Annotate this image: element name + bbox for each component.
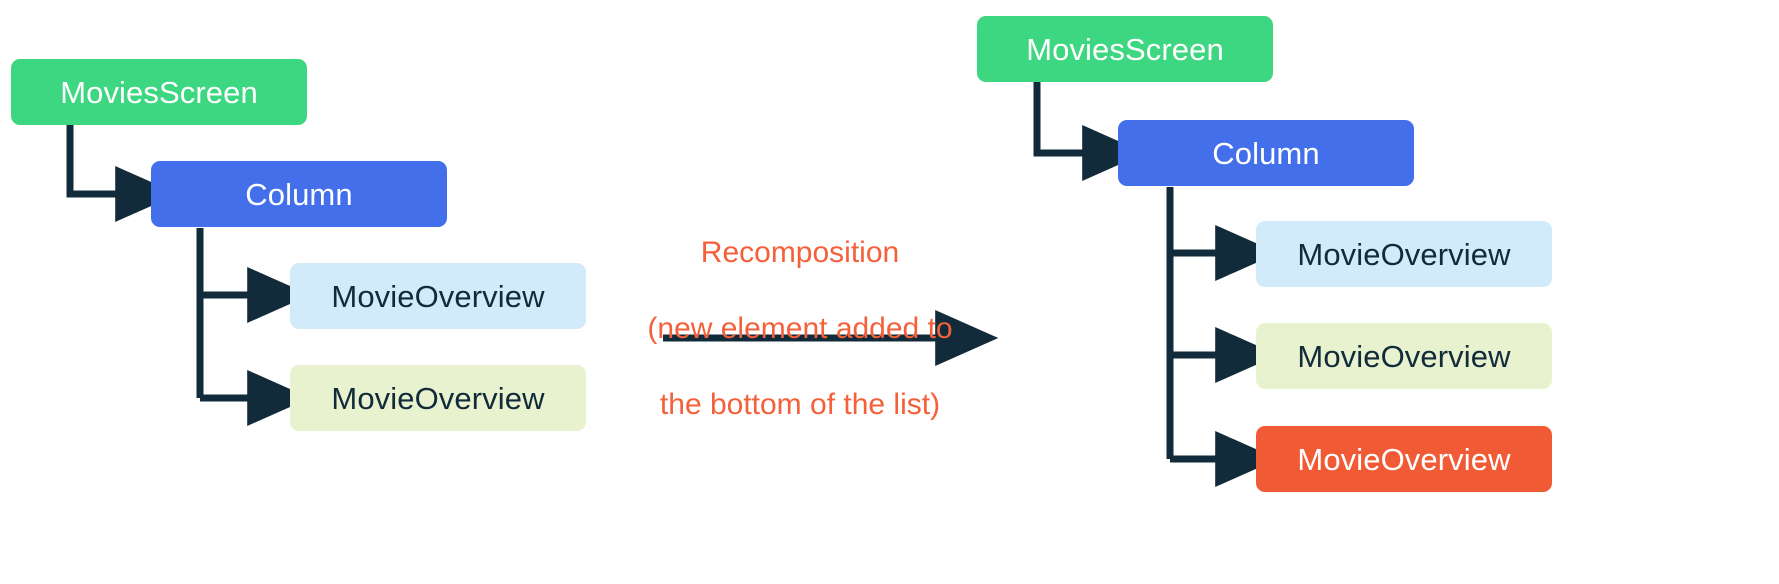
node-label: MoviesScreen xyxy=(60,74,258,110)
node-label: MovieOverview xyxy=(331,278,545,314)
node-label: Column xyxy=(245,176,353,212)
arrow-left-screen-to-column xyxy=(66,125,179,222)
recomposition-caption-line-1: Recomposition xyxy=(700,236,900,269)
node-before-movies-screen[interactable]: MoviesScreen xyxy=(11,59,307,125)
recomposition-caption: Recomposition (new element added to the … xyxy=(620,196,980,462)
node-after-movie-overview-1[interactable]: MovieOverview xyxy=(1256,221,1552,287)
node-before-movie-overview-1[interactable]: MovieOverview xyxy=(290,263,586,329)
node-before-movie-overview-2[interactable]: MovieOverview xyxy=(290,365,586,431)
node-label: MoviesScreen xyxy=(1026,31,1224,67)
node-before-column[interactable]: Column xyxy=(151,161,447,227)
node-label: MovieOverview xyxy=(1297,236,1511,272)
node-after-column[interactable]: Column xyxy=(1118,120,1414,186)
node-label: MovieOverview xyxy=(1297,441,1511,477)
node-label: Column xyxy=(1212,135,1320,171)
recomposition-caption-line-2: (new element added to xyxy=(647,312,953,345)
node-after-movie-overview-3-new[interactable]: MovieOverview xyxy=(1256,426,1552,492)
node-label: MovieOverview xyxy=(1297,338,1511,374)
node-label: MovieOverview xyxy=(331,380,545,416)
node-after-movie-overview-2[interactable]: MovieOverview xyxy=(1256,323,1552,389)
node-after-movies-screen[interactable]: MoviesScreen xyxy=(977,16,1273,82)
recomposition-caption-line-3: the bottom of the list) xyxy=(659,388,941,421)
arrow-right-screen-to-column xyxy=(1033,82,1146,181)
